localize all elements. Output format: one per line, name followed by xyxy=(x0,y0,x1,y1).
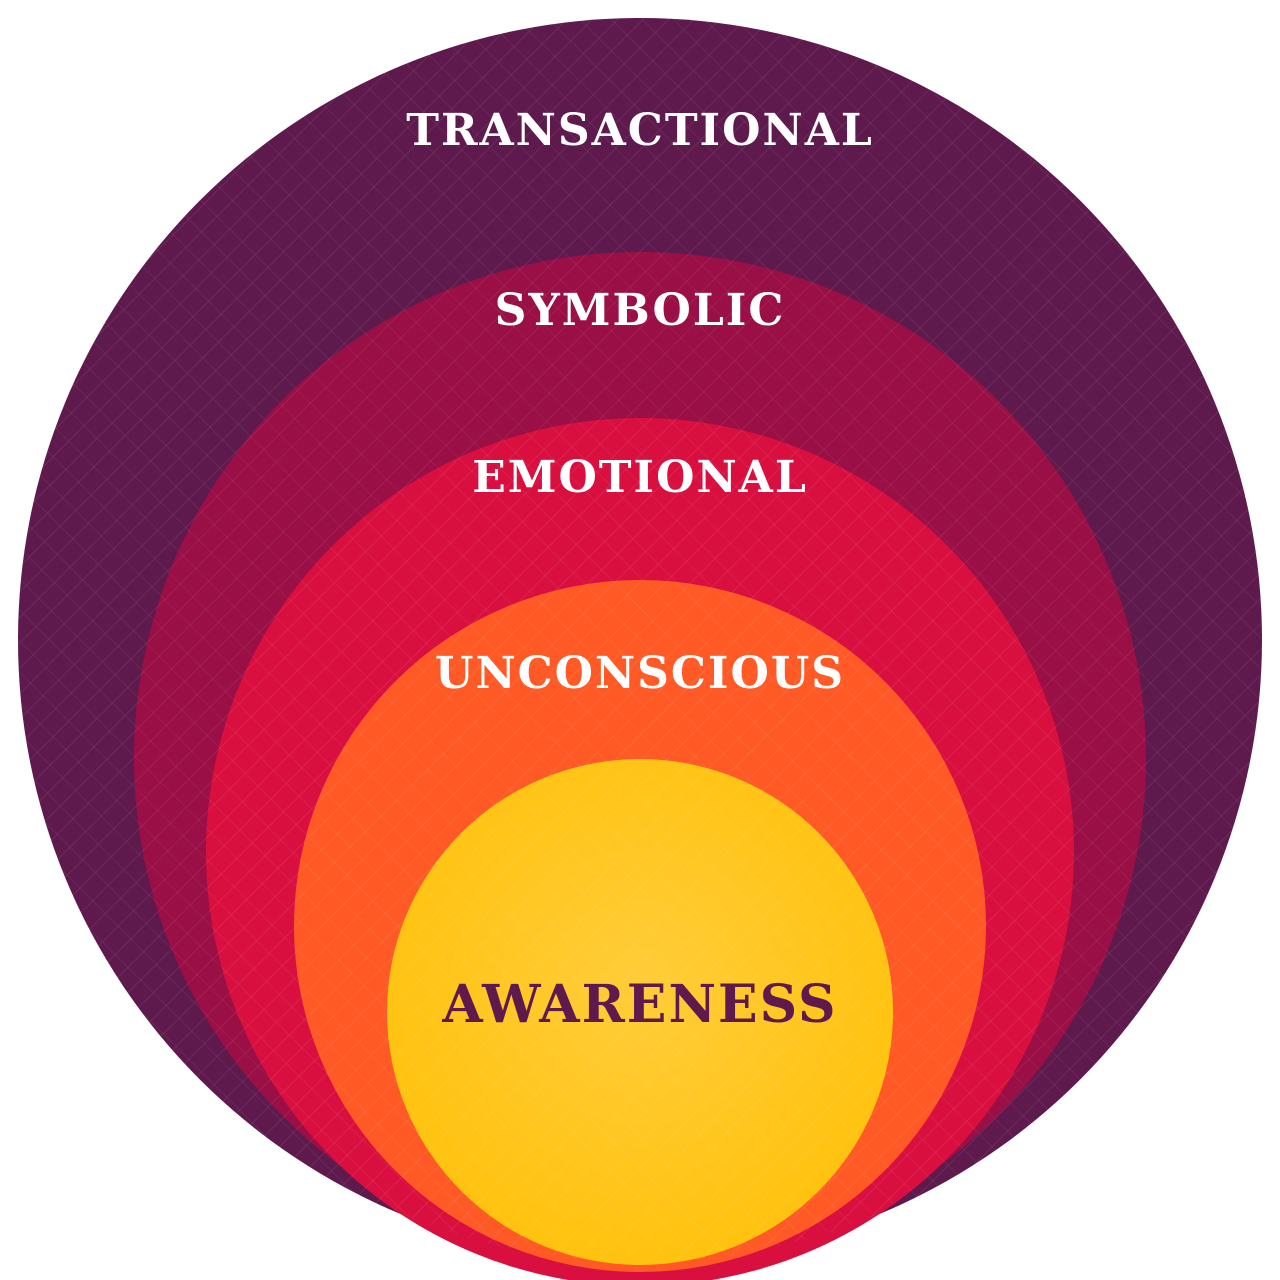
label-unconscious: UNCONSCIOUS xyxy=(435,648,845,699)
texture-overlay xyxy=(18,18,1262,1265)
label-awareness: AWARENESS xyxy=(441,974,837,1035)
label-transactional: TRANSACTIONAL xyxy=(406,105,874,156)
label-symbolic: SYMBOLIC xyxy=(495,285,786,336)
label-emotional: EMOTIONAL xyxy=(472,452,808,503)
layer-labels: TRANSACTIONAL SYMBOLIC EMOTIONAL UNCONSC… xyxy=(406,105,874,1035)
